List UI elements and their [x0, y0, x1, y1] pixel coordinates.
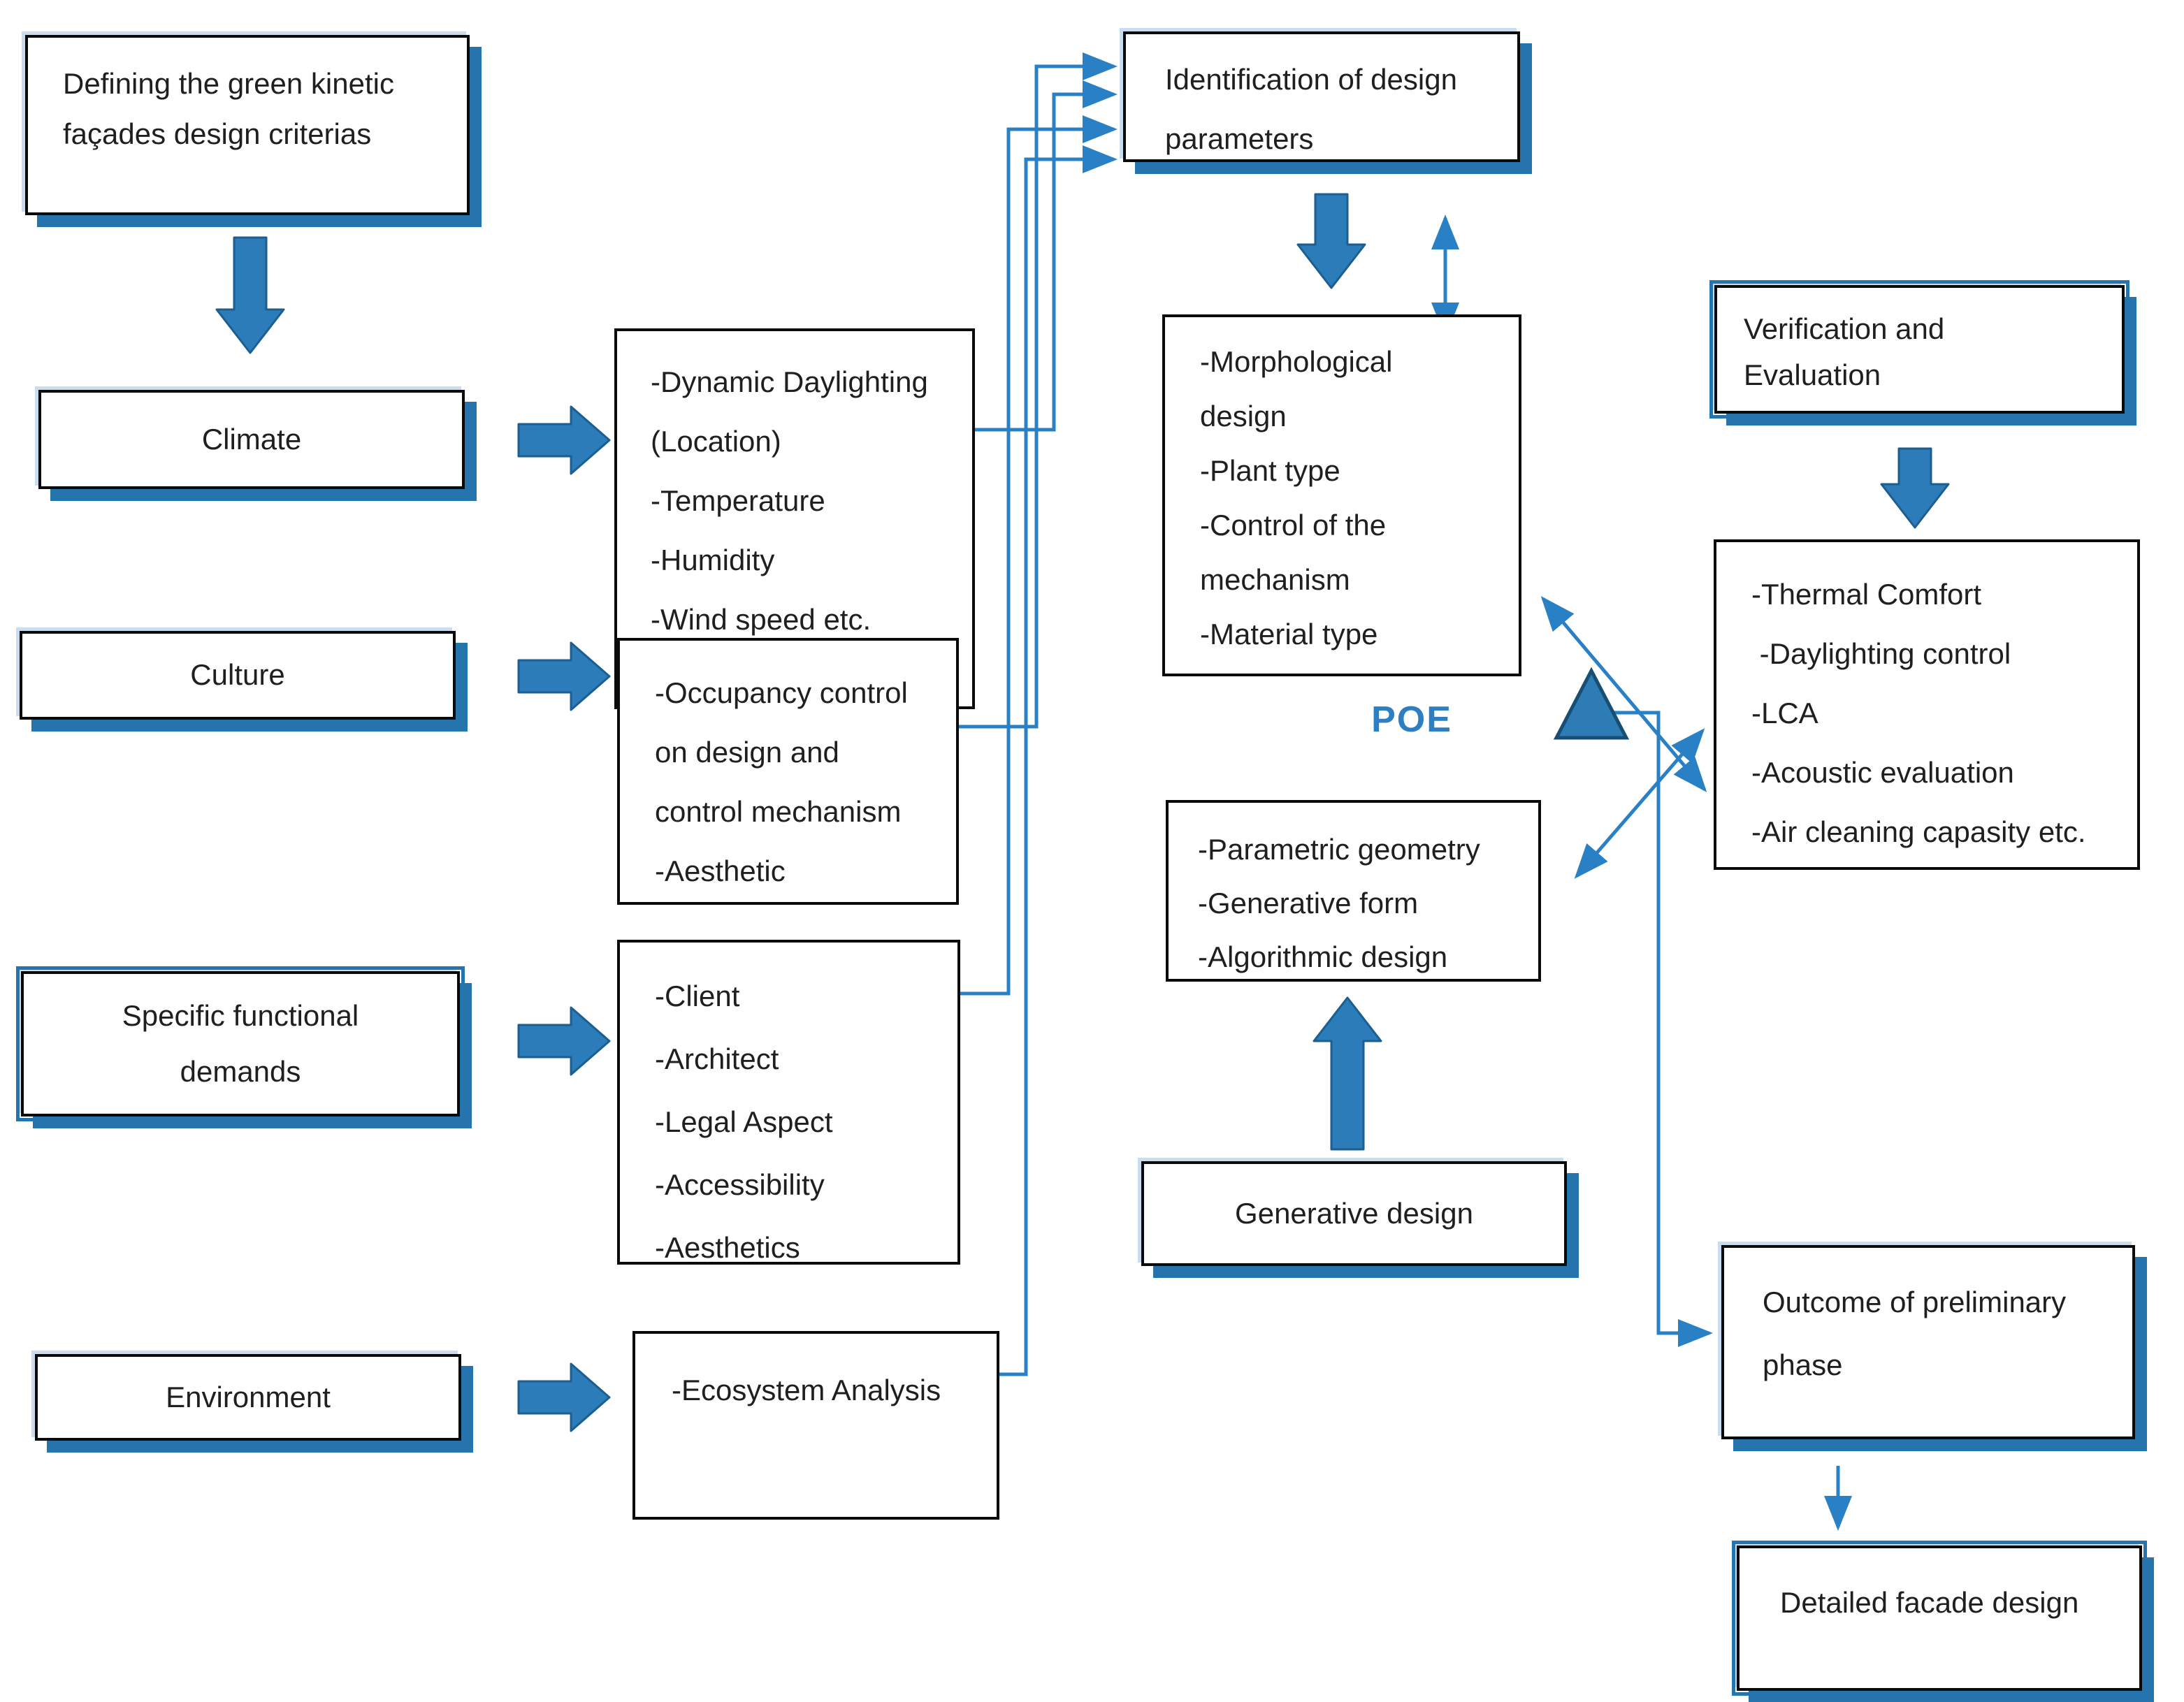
node-detailed-facade-design: Detailed facade design	[1732, 1541, 2147, 1696]
text-line: demands	[180, 1055, 301, 1088]
node-label: Culture	[190, 658, 285, 692]
node-defining-design-criterias: Defining the green kinetic façades design…	[25, 35, 470, 215]
text-line: -Plant type	[1200, 454, 1340, 487]
text-line: -Temperature	[651, 484, 825, 517]
text-line: Detailed facade design	[1780, 1586, 2079, 1619]
block-arrow-verification-to-evaluation	[1880, 447, 1950, 529]
text-line: (Location)	[651, 425, 781, 458]
text-line: -Ecosystem Analysis	[672, 1374, 941, 1406]
text-line: -Occupancy control	[655, 676, 908, 709]
text-line: -Daylighting control	[1751, 637, 2011, 670]
node-parametric-design: -Parametric geometry -Generative form -Alg…	[1166, 800, 1541, 982]
block-arrow-environment-to-detail	[517, 1362, 611, 1432]
node-specific-functional-demands: Specific functional demands	[16, 966, 465, 1121]
node-identification-of-design-parameters: Identification of design parameters	[1123, 31, 1520, 162]
text-line: -Control of the	[1200, 509, 1387, 541]
node-environment: Environment	[35, 1354, 461, 1441]
text-line: Evaluation	[1744, 358, 1881, 391]
node-label: Climate	[201, 422, 302, 456]
connector-client-detail-to-identification	[960, 115, 1118, 996]
node-evaluation-criteria: -Thermal Comfort -Daylighting control -LC…	[1714, 539, 2140, 870]
text-line: -Accessibility	[655, 1168, 825, 1201]
text-line: Verification and	[1744, 312, 1945, 345]
text-line: -Algorithmic design	[1198, 940, 1448, 973]
connector-ecosystem-detail-to-identification	[999, 145, 1118, 1376]
text-line: parameters	[1165, 122, 1314, 155]
text-line: -Legal Aspect	[655, 1105, 833, 1138]
node-morphological-design: -Morphological design -Plant type -Control …	[1162, 314, 1521, 676]
block-arrow-culture-to-detail	[517, 641, 611, 711]
text-line: -Air cleaning capasity etc.	[1751, 815, 2086, 848]
node-outcome-of-preliminary-phase: Outcome of preliminary phase	[1721, 1245, 2135, 1439]
block-arrow-specific-to-detail	[517, 1006, 611, 1076]
text-line: phase	[1763, 1348, 1843, 1381]
connector-poe-to-outcome	[1613, 711, 1713, 1347]
node-generative-design: Generative design	[1141, 1161, 1567, 1266]
text-line: -Parametric geometry	[1198, 833, 1480, 866]
text-line: -Material type	[1200, 618, 1378, 650]
text-line: design	[1200, 400, 1287, 432]
node-specific-demands-detail: -Client -Architect -Legal Aspect -Accessibi…	[617, 940, 960, 1265]
text-line: façades design criterias	[63, 117, 372, 150]
text-line: -Architect	[655, 1042, 779, 1075]
text-line: Specific functional	[122, 999, 359, 1032]
text-line: -Wind speed etc.	[651, 603, 872, 636]
text-line: mechanism	[1200, 563, 1350, 596]
double-arrow-parametric-evaluation	[1574, 728, 1705, 879]
node-label: Generative design	[1235, 1196, 1473, 1230]
poe-triangle-icon	[1553, 667, 1630, 740]
node-culture: Culture	[20, 631, 456, 720]
node-climate: Climate	[38, 390, 465, 489]
text-line: -Generative form	[1198, 887, 1419, 919]
connector-climate-detail-to-identification	[975, 80, 1118, 432]
text-line: -Morphological	[1200, 345, 1393, 378]
connector-culture-detail-to-identification	[959, 52, 1118, 729]
block-arrow-climate-to-detail	[517, 405, 611, 475]
text-line: Identification of design	[1165, 63, 1457, 96]
poe-annotation: POE	[1371, 699, 1452, 740]
text-line: -LCA	[1751, 697, 1818, 729]
block-arrow-defining-to-climate	[215, 236, 285, 354]
text-line: Outcome of preliminary	[1763, 1286, 2067, 1318]
text-line: control mechanism	[655, 795, 902, 828]
block-arrow-identification-to-morphological	[1296, 193, 1366, 289]
text-line: -Acoustic evaluation	[1751, 756, 2014, 789]
text-line: -Aesthetic	[655, 854, 786, 887]
node-culture-detail: -Occupancy control on design and control m…	[617, 638, 959, 905]
text-line: on design and	[655, 736, 839, 769]
text-line: Defining the green kinetic	[63, 67, 394, 100]
text-line: -Client	[655, 980, 740, 1012]
text-line: -Aesthetics	[655, 1231, 800, 1264]
text-line: -Dynamic Daylighting	[651, 365, 928, 398]
double-arrow-morphological-evaluation	[1540, 596, 1707, 792]
text-line: -Humidity	[651, 544, 775, 576]
block-arrow-generative-to-parametric	[1312, 996, 1382, 1151]
node-ecosystem-analysis: -Ecosystem Analysis	[632, 1331, 999, 1520]
node-label: Environment	[166, 1380, 331, 1413]
text-line: -Thermal Comfort	[1751, 578, 1982, 611]
